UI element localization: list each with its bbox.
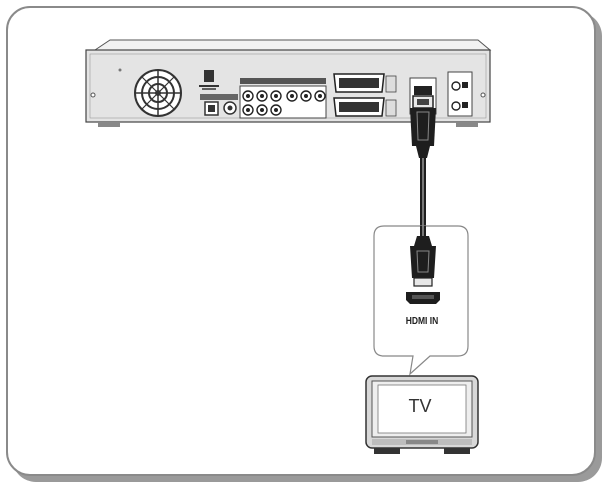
ground-terminal-icon	[199, 70, 219, 90]
hdmi-port-icon	[406, 292, 440, 304]
television-icon	[365, 375, 479, 454]
hdmi-in-label: HDMI IN	[405, 316, 439, 327]
fan-icon	[134, 69, 182, 117]
scart-connector-icon	[333, 73, 385, 117]
tv-label: TV	[408, 396, 432, 416]
hdmi-cable-icon	[410, 95, 436, 234]
hdmi-plug-icon	[410, 226, 436, 287]
